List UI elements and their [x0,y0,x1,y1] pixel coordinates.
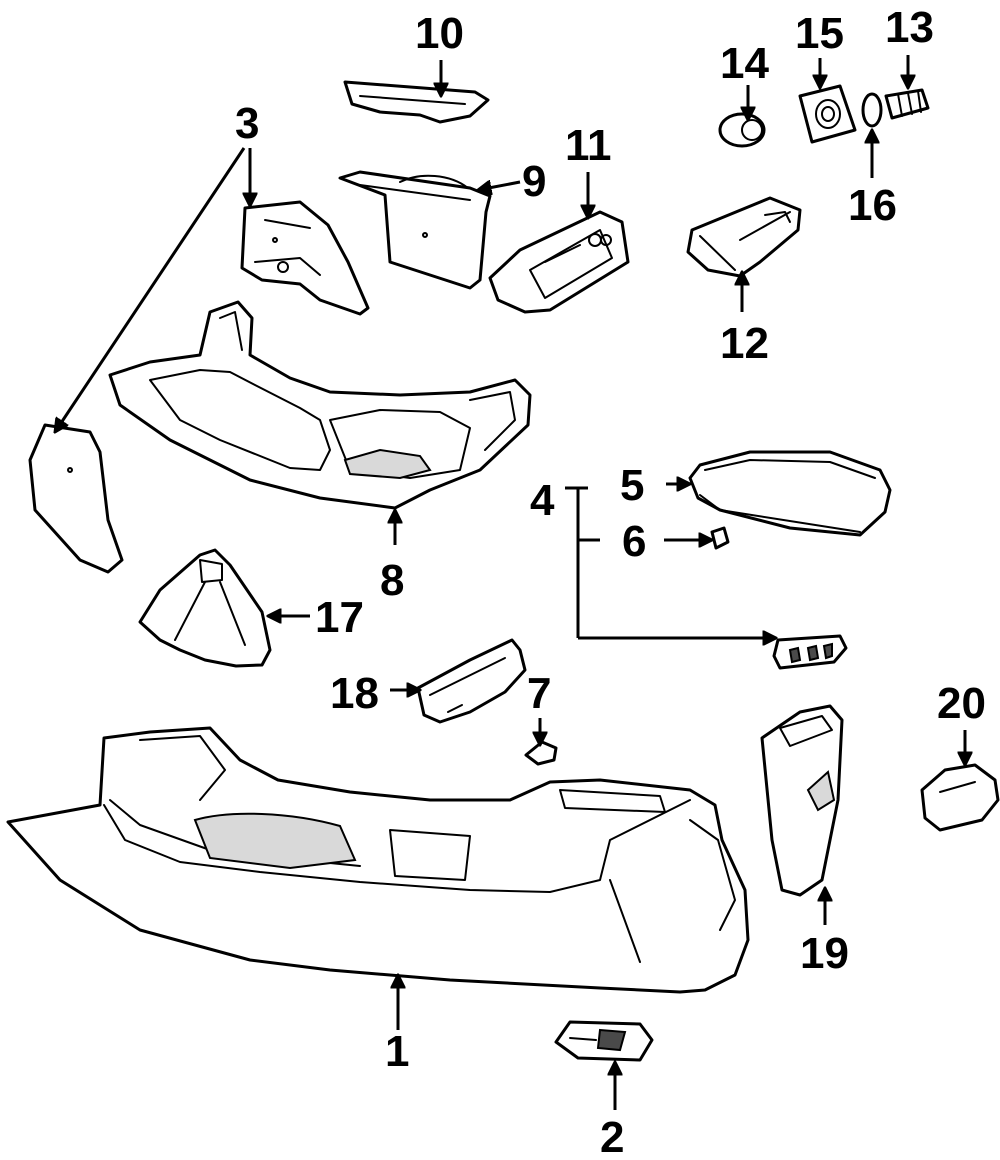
callout-5: 5 [620,461,644,510]
part-2-mount-bracket[interactable] [554,1020,654,1062]
callout-9: 9 [522,157,546,206]
part-20-cover[interactable] [920,763,1000,832]
part-18-trim-piece[interactable] [416,638,527,724]
part-3-side-panel-lower[interactable] [28,423,124,574]
part-5-armrest-lid[interactable] [688,450,892,537]
callout-12: 12 [720,319,769,368]
callout-20: 20 [937,679,986,728]
part-7-push-pin[interactable] [524,740,558,766]
part-4-latch-bracket[interactable] [772,634,848,670]
part-15-bezel-plate[interactable] [798,84,857,144]
callout-4: 4 [530,476,555,525]
callout-18: 18 [330,669,379,718]
part-12-ashtray-insert[interactable] [686,196,802,278]
part-17-shift-boot[interactable] [138,548,272,668]
callout-1: 1 [385,1027,409,1076]
callout-16: 16 [848,181,897,230]
part-1-console-base[interactable] [6,726,750,994]
callout-8: 8 [380,556,404,605]
part-11-switch-bezel[interactable] [488,210,630,314]
callout-17: 17 [315,593,364,642]
callout-10: 10 [415,9,464,58]
leader-lines [55,55,965,1110]
callout-7: 7 [527,669,551,718]
part-19-rear-end-cap[interactable] [760,704,844,897]
callout-labels: 10 14 15 13 16 9 11 3 12 5 4 6 8 17 18 7… [235,3,986,1160]
part-6-clip[interactable] [710,526,730,550]
part-8-console-top-plate[interactable] [108,300,532,510]
callout-14: 14 [720,39,769,88]
part-16-o-ring[interactable] [861,92,883,128]
callout-6: 6 [622,517,646,566]
callout-19: 19 [800,929,849,978]
callout-11: 11 [565,121,612,170]
part-9-storage-bin[interactable] [338,170,492,290]
part-10-trim-strip[interactable] [343,80,490,124]
part-3-side-panel-upper[interactable] [240,200,370,316]
callout-13: 13 [885,3,934,52]
part-13-lighter-element[interactable] [884,88,930,120]
callout-2: 2 [600,1113,624,1160]
callout-3: 3 [235,99,259,148]
part-14-socket[interactable] [718,112,766,148]
callout-15: 15 [795,9,844,58]
